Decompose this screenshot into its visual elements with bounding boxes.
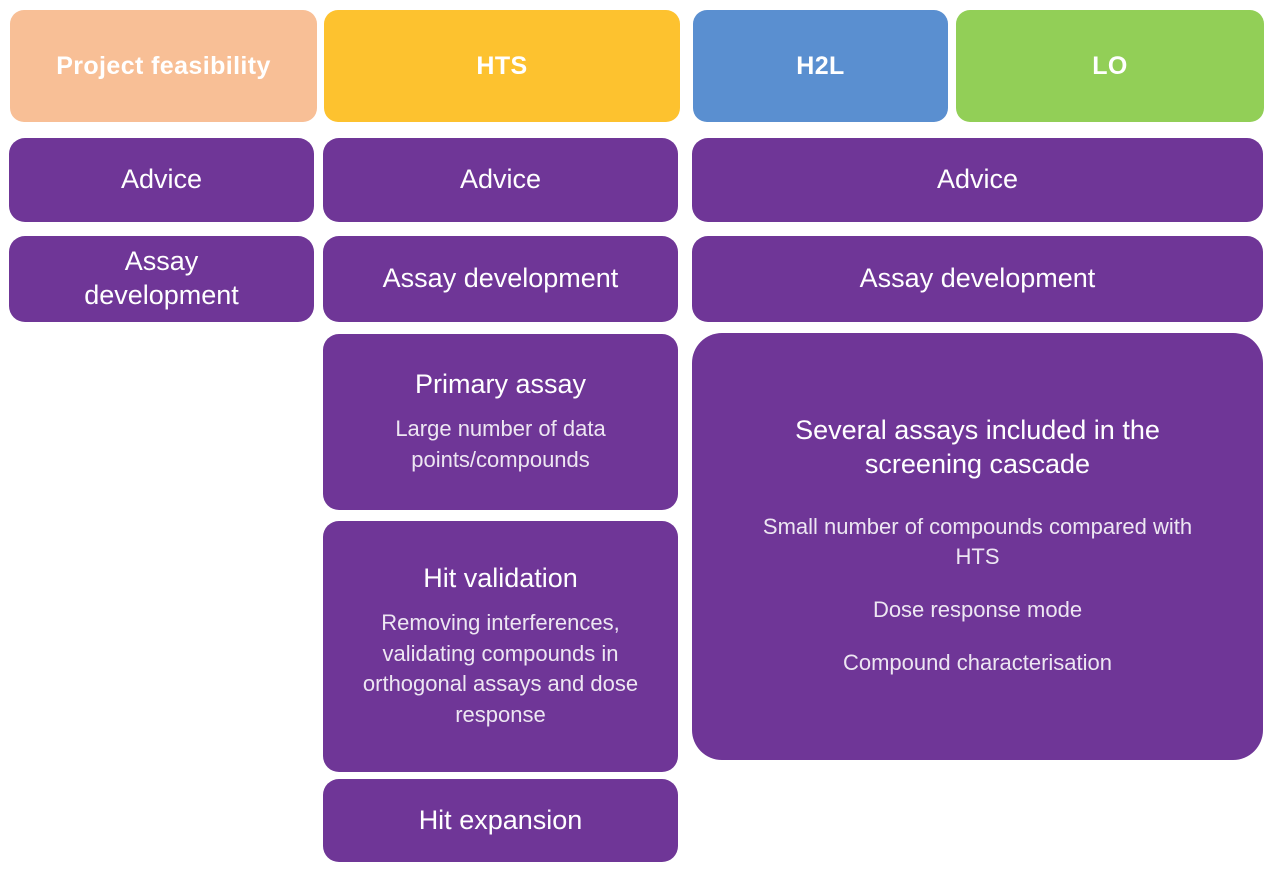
stage-hts-hit-validation: Hit validation Removing interferences, v… — [323, 521, 678, 772]
stage-pf-advice-title: Advice — [120, 164, 203, 195]
header-h2l-label: H2L — [796, 51, 845, 80]
stage-h2l-lo-assay-development: Assay development — [692, 236, 1263, 322]
header-hts: HTS — [324, 10, 680, 122]
header-hts-label: HTS — [476, 51, 528, 80]
stage-hts-advice-title: Advice — [459, 164, 542, 195]
stage-pf-assay-development: Assay development — [9, 236, 314, 322]
stage-hts-advice: Advice — [323, 138, 678, 222]
stage-pf-advice: Advice — [9, 138, 314, 222]
header-project-feasibility: Project feasibility — [10, 10, 317, 122]
stage-h2l-lo-screening-cascade: Several assays included in the screening… — [692, 333, 1263, 760]
stage-hts-hit-expansion-title: Hit expansion — [418, 804, 583, 835]
stage-hts-hit-validation-title: Hit validation — [423, 563, 578, 594]
stage-h2l-lo-assay-development-title: Assay development — [859, 263, 1096, 294]
stage-hts-hit-expansion: Hit expansion — [323, 779, 678, 862]
stage-pf-assay-development-title: Assay development — [84, 246, 239, 310]
stage-hts-primary-assay-title: Primary assay — [414, 369, 587, 400]
stage-hts-primary-assay: Primary assay Large number of data point… — [323, 334, 678, 510]
stage-hts-primary-assay-detail: Large number of data points/compounds — [395, 416, 606, 472]
header-h2l: H2L — [693, 10, 948, 122]
header-lo: LO — [956, 10, 1264, 122]
header-project-feasibility-label: Project feasibility — [56, 51, 271, 80]
stage-h2l-lo-screening-cascade-detail-dose-response: Dose response mode — [872, 597, 1083, 623]
header-lo-label: LO — [1092, 51, 1128, 80]
stage-h2l-lo-advice: Advice — [692, 138, 1263, 222]
stage-hts-hit-validation-detail: Removing interferences, validating compo… — [362, 609, 639, 728]
stage-h2l-lo-screening-cascade-title: Several assays included in the screening… — [795, 415, 1160, 479]
stage-h2l-lo-advice-title: Advice — [936, 164, 1019, 195]
stage-h2l-lo-screening-cascade-detail-characterisation: Compound characterisation — [842, 650, 1113, 676]
stage-hts-assay-development-title: Assay development — [382, 263, 619, 294]
stage-h2l-lo-screening-cascade-detail-compounds: Small number of compounds compared with … — [762, 513, 1193, 570]
stage-hts-assay-development: Assay development — [323, 236, 678, 322]
